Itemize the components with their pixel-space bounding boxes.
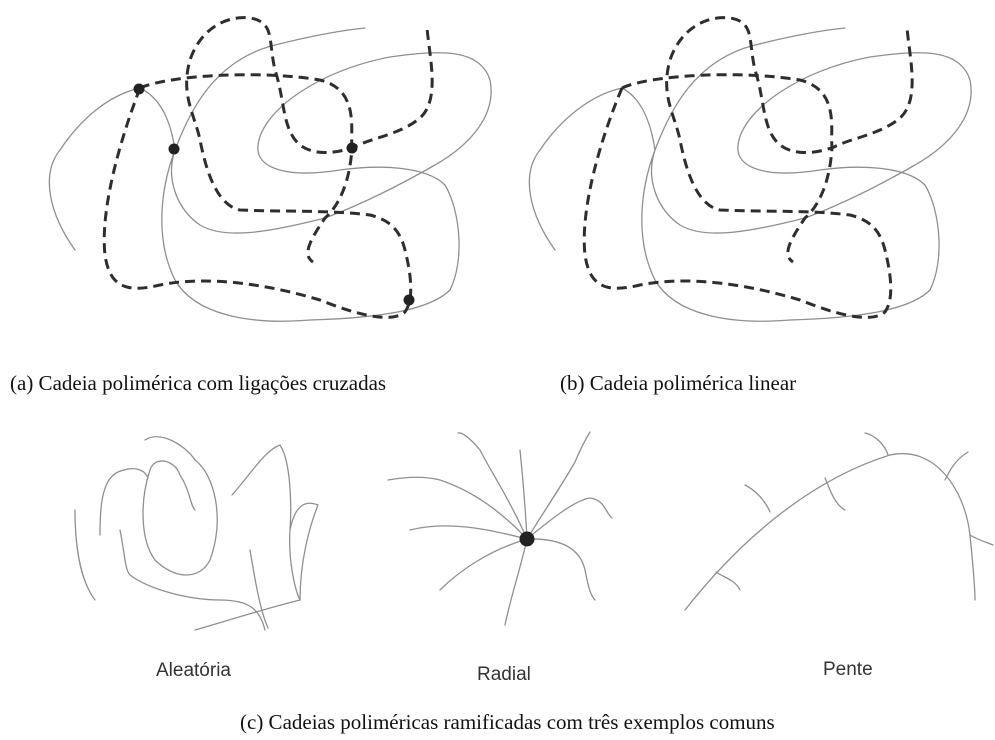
panel-a-crosslink-dot-4 (404, 295, 415, 306)
comb-side-5 (945, 452, 968, 480)
radial-arm-2 (458, 433, 527, 539)
panel-b-thin-chain-2 (642, 53, 971, 321)
panel-a-crosslink-dot-3 (347, 143, 358, 154)
caption-b: (b) Cadeia polimérica linear (560, 371, 796, 396)
panel-b-dashed-chain (622, 75, 832, 262)
panel-c-radial (388, 432, 612, 625)
label-random: Aleatória (156, 660, 231, 682)
label-radial: Radial (477, 664, 531, 686)
panel-b-thin-chain-1 (529, 28, 845, 250)
random-branch-3 (100, 469, 148, 535)
comb-side-2 (745, 485, 770, 512)
panel-c-comb (685, 433, 993, 610)
panel-a-crosslink-dot-1 (134, 84, 145, 95)
comb-side-1 (716, 572, 740, 590)
label-comb: Pente (823, 659, 873, 681)
panel-a-thin-chain-2 (162, 53, 491, 321)
panel-a-crosslinked (49, 18, 491, 322)
panel-a-thin-chain-1 (49, 28, 365, 250)
caption-c: (c) Cadeias poliméricas ramificadas com … (240, 710, 775, 735)
radial-arm-4 (527, 432, 590, 539)
random-branch-5 (232, 445, 318, 600)
random-branch-4 (120, 530, 265, 630)
radial-arm-8 (440, 539, 527, 590)
caption-a: (a) Cadeia polimérica com ligações cruza… (10, 371, 386, 396)
comb-side-6 (970, 535, 993, 545)
comb-backbone (685, 454, 975, 610)
comb-side-4 (865, 433, 888, 455)
radial-arm-1 (388, 477, 527, 539)
panel-b-linear (529, 18, 971, 322)
panel-a-crosslink-dot-2 (169, 144, 180, 155)
radial-arm-6 (527, 539, 595, 600)
radial-arm-9 (410, 526, 527, 539)
panel-c-random (75, 437, 318, 630)
random-branch-2 (75, 510, 95, 600)
radial-arm-7 (505, 539, 527, 625)
random-branch-1 (143, 437, 217, 575)
radial-center-dot (520, 532, 535, 547)
